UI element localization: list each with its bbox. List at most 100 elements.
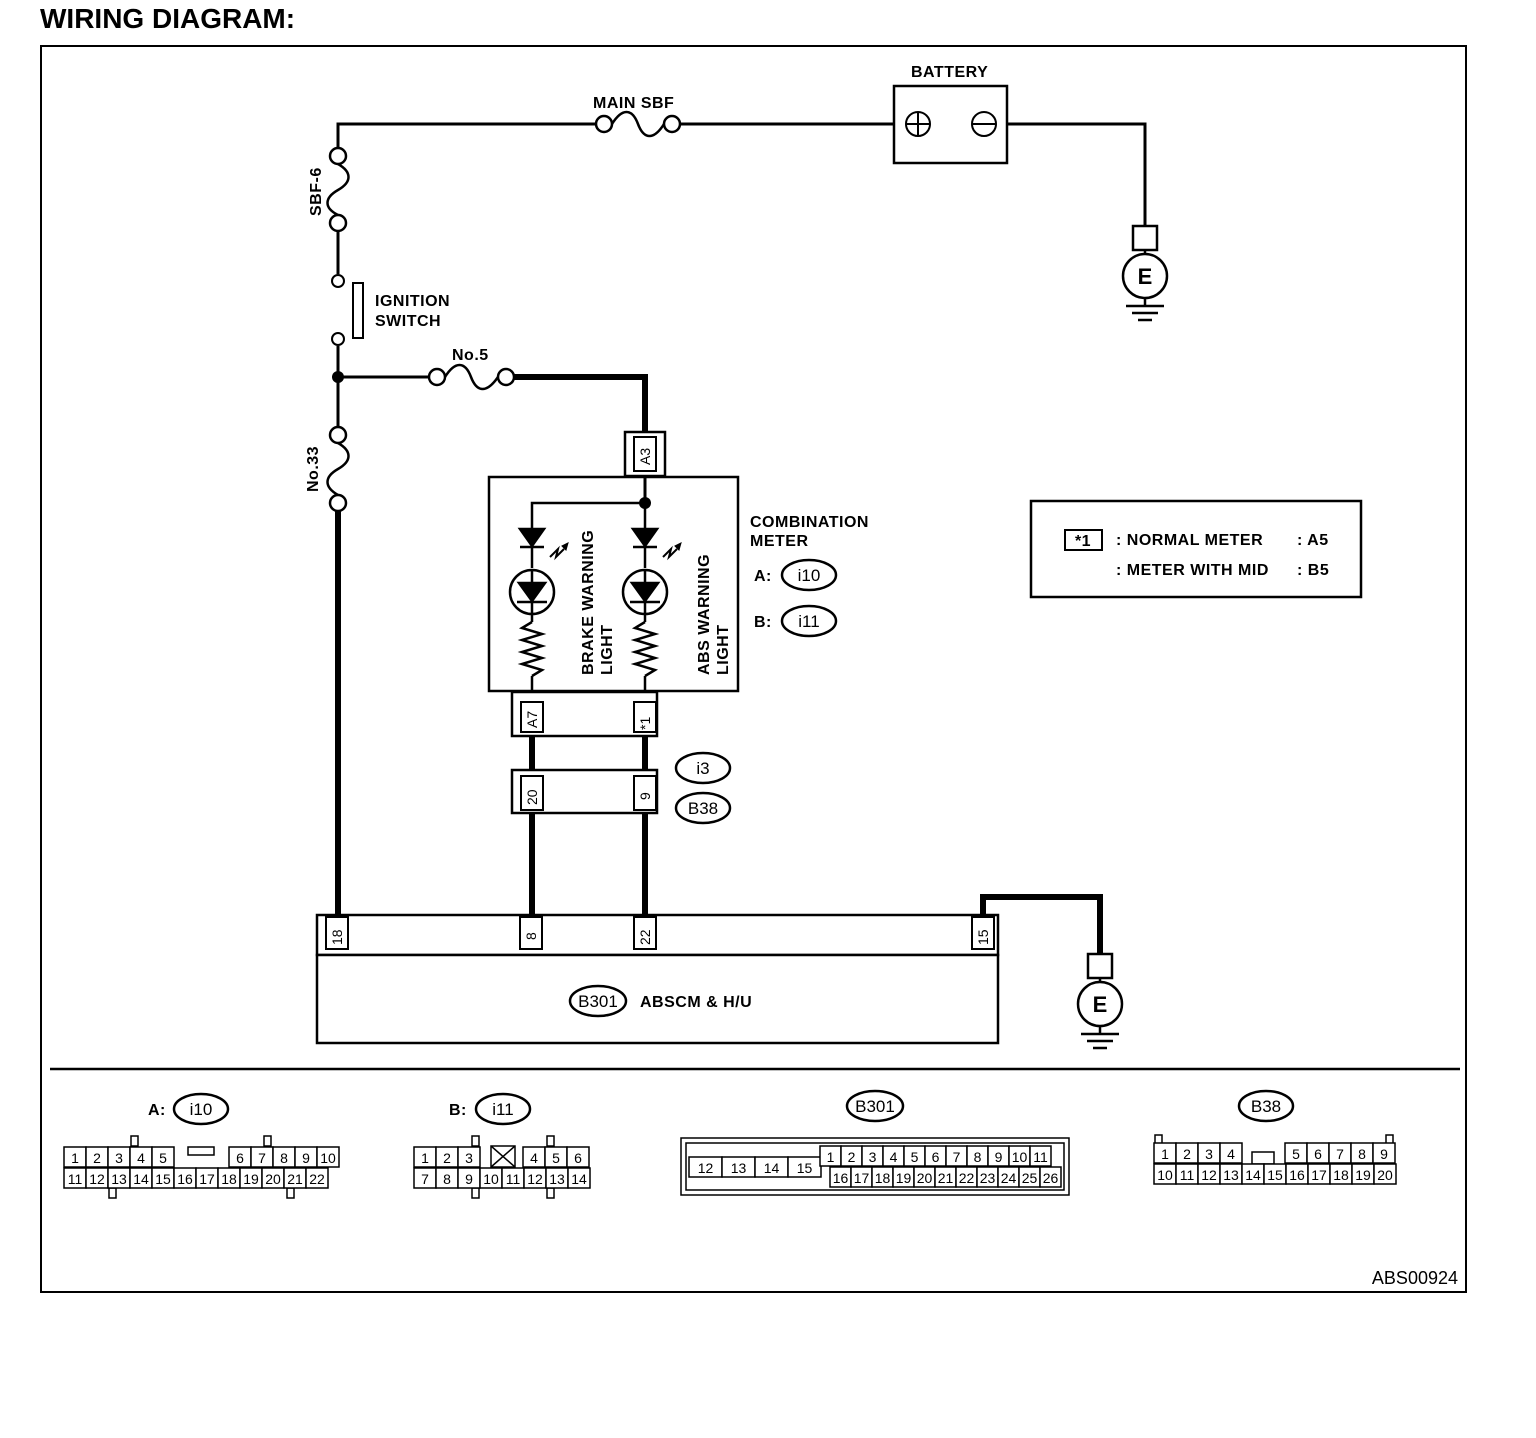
ground-symbol-top xyxy=(1121,224,1169,322)
pin-number: 12 xyxy=(527,1171,543,1187)
face-i11-blank-cross xyxy=(490,1145,516,1168)
pin-cell: 16 xyxy=(173,1167,197,1189)
pin-cell: 1 xyxy=(819,1145,842,1167)
pin-number: 13 xyxy=(731,1160,747,1176)
pin-cell: 13 xyxy=(545,1167,569,1189)
pin-number: 3 xyxy=(115,1150,123,1166)
diagram-frame xyxy=(40,45,1467,1293)
pin-number: 26 xyxy=(1043,1170,1059,1186)
pin-cell: 4 xyxy=(522,1146,546,1168)
face-ref-b38 xyxy=(1237,1089,1295,1123)
legend-key: *1 xyxy=(1075,533,1091,550)
pin-cell: 18 xyxy=(217,1167,241,1189)
pin-number: 3 xyxy=(465,1150,473,1166)
pin-cell: 8 xyxy=(272,1146,296,1168)
pin-number: 18 xyxy=(221,1171,237,1187)
wire-15-ground xyxy=(980,894,1103,954)
pin-number: 20 xyxy=(265,1171,281,1187)
pin-cell: 17 xyxy=(850,1166,873,1188)
pin-cell: 4 xyxy=(882,1145,905,1167)
pin-number: 4 xyxy=(137,1150,145,1166)
pin-number: 2 xyxy=(848,1149,856,1165)
connector-a7-star1 xyxy=(510,690,659,738)
pin-cell: 21 xyxy=(283,1167,307,1189)
pin-number: 4 xyxy=(890,1149,898,1165)
pin-number: 15 xyxy=(1267,1167,1283,1183)
pin-number: 17 xyxy=(1311,1167,1327,1183)
pin-cell: 9 xyxy=(987,1145,1010,1167)
main-sbf-fuse xyxy=(594,110,682,138)
pin-cell: 11 xyxy=(1175,1163,1199,1185)
pin-number: 12 xyxy=(1201,1167,1217,1183)
pin-number: 22 xyxy=(309,1171,325,1187)
battery-symbol xyxy=(892,84,1009,165)
pin-20: 20 xyxy=(524,789,540,805)
pin-number: 9 xyxy=(995,1149,1003,1165)
pin-number: 17 xyxy=(854,1170,870,1186)
pin-cell: 17 xyxy=(1307,1163,1331,1185)
sbf6-label: SBF-6 xyxy=(308,167,325,216)
pin-number: 24 xyxy=(1001,1170,1017,1186)
fuse-no5 xyxy=(427,363,516,391)
pin-cell: 18 xyxy=(1329,1163,1353,1185)
ignition-label-1: IGNITION xyxy=(375,293,450,310)
pin-number: 13 xyxy=(549,1171,565,1187)
pin-cell: 7 xyxy=(413,1167,437,1189)
pin-number: 6 xyxy=(236,1150,244,1166)
pin-cell: 9 xyxy=(457,1167,481,1189)
pin-cell: 26 xyxy=(1039,1166,1062,1188)
ground-label-top: E xyxy=(1138,264,1153,289)
pin-cell: 20 xyxy=(1373,1163,1397,1185)
abscm-label: ABSCM & H/U xyxy=(640,994,752,1011)
pin-cell: 7 xyxy=(1328,1142,1352,1164)
pin-number: 23 xyxy=(980,1170,996,1186)
pin-cell: 17 xyxy=(195,1167,219,1189)
pin-cell: 16 xyxy=(829,1166,852,1188)
combo-b-prefix: B: xyxy=(754,614,772,631)
pin-number: 20 xyxy=(917,1170,933,1186)
fuse-no5-label: No.5 xyxy=(452,347,489,364)
face-b38-frame xyxy=(1154,1134,1394,1165)
pin-cell: 18 xyxy=(871,1166,894,1188)
pin-cell: 6 xyxy=(924,1145,947,1167)
pin-cell: 20 xyxy=(261,1167,285,1189)
pin-cell: 13 xyxy=(721,1156,756,1178)
pin-number: 2 xyxy=(443,1150,451,1166)
pin-cell: 9 xyxy=(1372,1142,1396,1164)
pin-18: 18 xyxy=(329,929,345,945)
pin-cell: 24 xyxy=(997,1166,1020,1188)
figure-id: ABS00924 xyxy=(1372,1268,1458,1288)
connector-ref-i11 xyxy=(780,604,838,638)
pin-number: 5 xyxy=(159,1150,167,1166)
pin-cell: 15 xyxy=(1263,1163,1287,1185)
pin-cell: 4 xyxy=(1219,1142,1243,1164)
pin-number: 8 xyxy=(443,1171,451,1187)
pin-cell: 5 xyxy=(544,1146,568,1168)
pin-number: 1 xyxy=(421,1150,429,1166)
fuse-no33 xyxy=(326,425,350,513)
pin-number: 1 xyxy=(1161,1146,1169,1162)
connector-ref-b38-label: B38 xyxy=(688,799,718,818)
pin-number: 7 xyxy=(421,1171,429,1187)
pin-number: 10 xyxy=(320,1150,336,1166)
connector-ref-b301-label: B301 xyxy=(578,992,618,1011)
pin-number: 10 xyxy=(1012,1149,1028,1165)
pin-9: 9 xyxy=(637,792,653,800)
pin-cell: 11 xyxy=(63,1167,87,1189)
ignition-label-2: SWITCH xyxy=(375,313,441,330)
pin-15: 15 xyxy=(975,929,991,945)
sbf6-fuse xyxy=(326,146,350,233)
battery-label: BATTERY xyxy=(911,64,988,81)
face-ref-b38-label: B38 xyxy=(1251,1097,1281,1116)
pin-cell: 8 xyxy=(1350,1142,1374,1164)
pin-cell: 12 xyxy=(523,1167,547,1189)
pin-cell: 14 xyxy=(129,1167,153,1189)
pin-number: 16 xyxy=(1289,1167,1305,1183)
pin-cell: 3 xyxy=(107,1146,131,1168)
face-i11-frame xyxy=(471,1135,555,1199)
